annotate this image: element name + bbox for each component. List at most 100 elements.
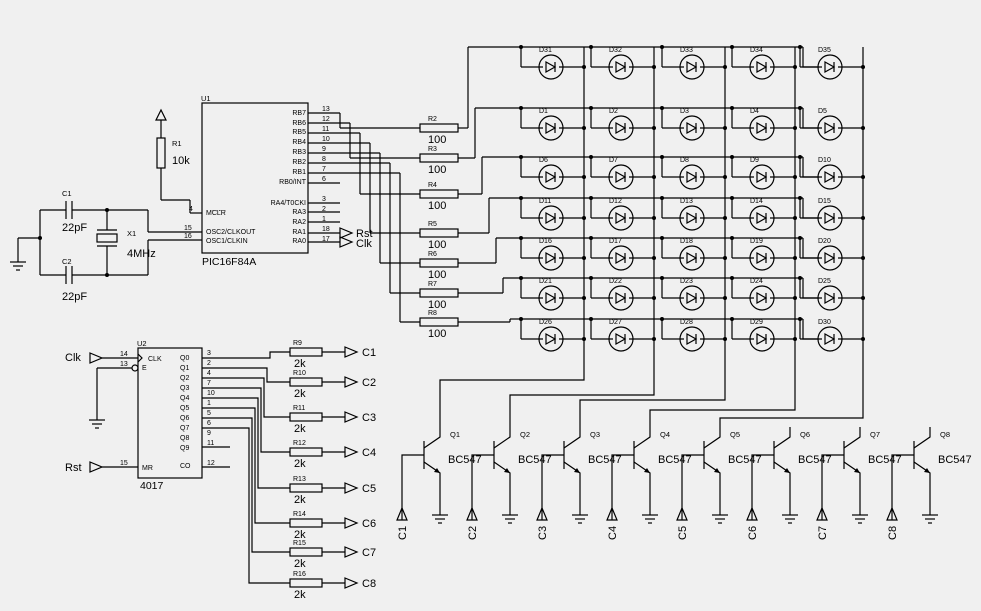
resistor-value: 100: [428, 164, 446, 176]
led: D14: [730, 196, 797, 231]
base-label: C1: [397, 526, 409, 540]
mcu-ref: U1: [201, 94, 211, 103]
mcu-pin-label: RB0/INT: [279, 179, 307, 186]
resistor-ref: R5: [428, 221, 437, 228]
mcu-pin-label: RB4: [292, 139, 306, 146]
counter-pin-label: Q6: [180, 415, 189, 422]
counter-pin-num: 14: [120, 351, 128, 358]
led-ref: D7: [609, 157, 618, 164]
led-ref: D4: [750, 108, 759, 115]
resistor-value: 100: [428, 269, 446, 281]
counter-pin-num: 2: [207, 360, 211, 367]
mcu-pin-label: RB5: [292, 129, 306, 136]
led-ref: D14: [750, 198, 763, 205]
counter-pin-label: CLK: [148, 356, 162, 363]
mcu-u1: U1 PIC16F84A 4 15 16 MCLR OSC2/CLKOUT OS…: [180, 94, 373, 268]
transistor-ref: Q4: [660, 430, 670, 439]
transistor-ref: Q2: [520, 430, 530, 439]
counter-pin-label: Q8: [180, 435, 189, 442]
transistor-part: BC547: [728, 454, 762, 466]
counter-pin-label: Q4: [180, 395, 189, 402]
mcu-pin-num: 18: [322, 226, 330, 233]
led: D11: [519, 196, 586, 231]
resistor-ref: R16: [293, 571, 306, 578]
resistor-value: 2k: [294, 589, 306, 601]
mcu-pin-label: RB6: [292, 120, 306, 127]
mcu-pin-num: 11: [322, 126, 329, 133]
led-ref: D5: [818, 108, 827, 115]
counter-pin-label: MR: [142, 465, 153, 472]
counter-pin-label: Q3: [180, 385, 189, 392]
led: D19: [730, 236, 797, 271]
counter-pin-label: E: [142, 365, 147, 372]
resistor-value: 2k: [294, 494, 306, 506]
led-ref: D35: [818, 47, 831, 54]
led-ref: D9: [750, 157, 759, 164]
mcu-pin-label: RA3: [292, 209, 306, 216]
resistor-value: 2k: [294, 423, 306, 435]
column-output-label: C4: [362, 447, 376, 459]
counter-pin-num: 15: [120, 460, 128, 467]
mcu-output-label: Rst: [356, 228, 373, 240]
led-ref: D26: [539, 319, 552, 326]
base-label: C5: [677, 526, 689, 540]
counter-pin-label: Q1: [180, 365, 189, 372]
mcu-pin-label: RB1: [292, 169, 306, 176]
column-output-label: C3: [362, 412, 376, 424]
column-output-label: C2: [362, 377, 376, 389]
resistor-value: 100: [428, 328, 446, 340]
resistor-ref: R10: [293, 370, 306, 377]
base-label: C8: [887, 526, 899, 540]
counter-pin-label: Q0: [180, 355, 189, 362]
transistor-ref: Q3: [590, 430, 600, 439]
led-ref: D31: [539, 47, 552, 54]
transistor-ref: Q8: [940, 430, 950, 439]
resistor-value: 2k: [294, 458, 306, 470]
led-ref: D16: [539, 238, 552, 245]
mcu-pin-num: 4: [189, 206, 193, 213]
counter-pin-num: 3: [207, 350, 211, 357]
transistor-part: BC547: [518, 454, 552, 466]
led: D17: [589, 236, 656, 271]
resistor-value: 100: [428, 134, 446, 146]
counter-pin-num: 7: [207, 380, 211, 387]
row-resistor: R5 100: [308, 142, 521, 251]
x1-value: 4MHz: [127, 248, 156, 260]
counter-input-label: Rst: [65, 462, 82, 474]
column-resistors: R92kC1R102kC2R112kC3R122kC4R132kC5R142kC…: [202, 340, 376, 601]
counter-pin-num: 4: [207, 370, 211, 377]
c2-ref: C2: [62, 257, 72, 266]
counter-ref: U2: [137, 339, 147, 348]
resistor-ref: R7: [428, 281, 437, 288]
mcu-pin-num: 17: [322, 236, 330, 243]
resistor-ref: R11: [293, 405, 305, 412]
led-ref: D32: [609, 47, 622, 54]
mcu-pin-num: 1: [322, 216, 326, 223]
led-ref: D19: [750, 238, 763, 245]
counter-pin-num: 6: [207, 420, 211, 427]
counter-u2: U2 4017 Clk 14 CLK 13 E Rst 15 MR Q0 Q1 …: [65, 339, 230, 492]
led: D13: [660, 196, 727, 231]
led-ref: D22: [609, 278, 622, 285]
counter-pin-label: CO: [180, 463, 191, 470]
led: D33: [660, 45, 727, 80]
led: D28: [660, 317, 727, 352]
mcu-pin-num: 2: [322, 206, 326, 213]
led-ref: D2: [609, 108, 618, 115]
column-output-label: C7: [362, 547, 376, 559]
mcu-pin-label: RB7: [292, 110, 306, 117]
counter-pin-num: 11: [207, 440, 214, 447]
r1-value: 10k: [172, 155, 190, 167]
counter-input-label: Clk: [65, 352, 81, 364]
led-ref: D8: [680, 157, 689, 164]
led-ref: D33: [680, 47, 693, 54]
mcu-pin-num: 3: [322, 196, 326, 203]
